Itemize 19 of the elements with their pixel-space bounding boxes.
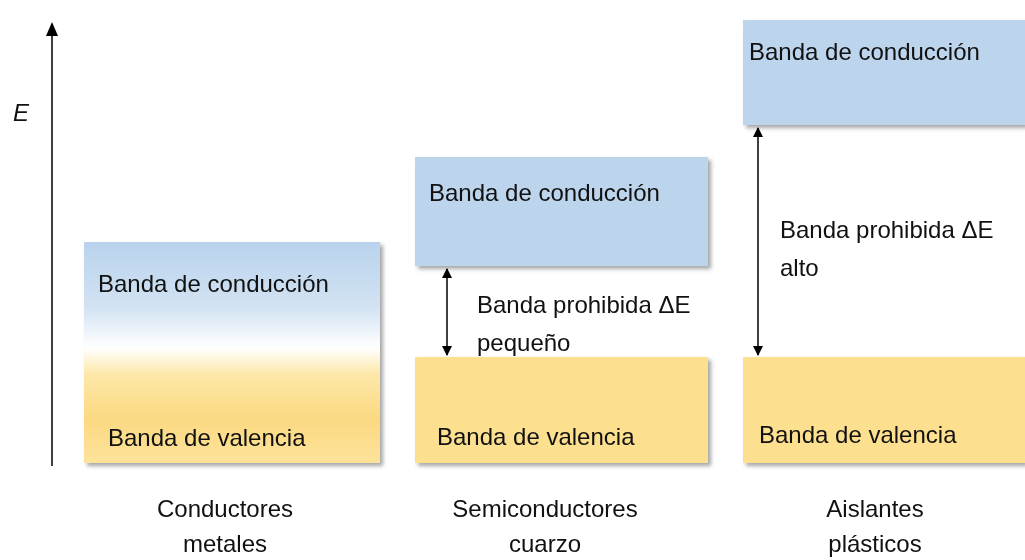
band-label: Banda de valencia <box>759 421 957 449</box>
category-label: Conductores metales <box>155 494 295 559</box>
band-label: Banda de valencia <box>437 423 635 451</box>
band-label: Banda de conducción <box>98 270 329 298</box>
energy-band-box <box>84 242 380 463</box>
edge-label: Banda prohibida ΔE pequeño <box>477 290 692 359</box>
category-label: Semiconductores cuarzo <box>451 494 639 559</box>
band-label: Banda de conducción <box>749 38 980 66</box>
double-arrow <box>752 126 764 357</box>
band-label: Banda de valencia <box>108 424 306 452</box>
category-label: Aislantes plásticos <box>825 494 925 559</box>
energy-band-box <box>415 157 708 266</box>
energy-band-box <box>415 357 708 463</box>
energy-band-box <box>743 20 1025 125</box>
band-label: Banda de conducción <box>429 179 660 207</box>
energy-band-box <box>743 357 1025 463</box>
edge-label: Banda prohibida ΔE alto <box>780 215 995 284</box>
double-arrow <box>441 267 453 357</box>
axis-label: E <box>12 98 30 128</box>
